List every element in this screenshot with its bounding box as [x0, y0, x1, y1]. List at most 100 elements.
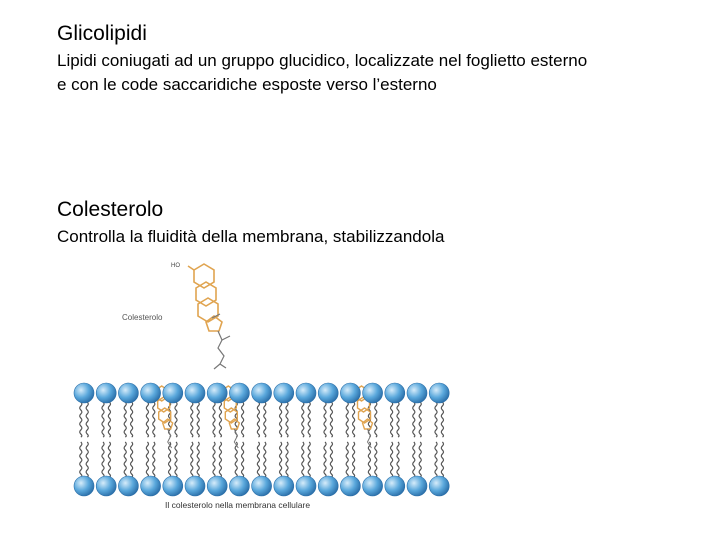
phospholipid-heads	[73, 382, 450, 497]
phospholipid-head	[406, 475, 428, 497]
lipid-tail	[278, 401, 283, 438]
lipid-tail	[152, 401, 156, 438]
phospholipid-head	[162, 475, 184, 497]
lipid-tail	[285, 401, 289, 438]
lipid-tail	[329, 401, 334, 438]
molecule-ho-label: HO	[171, 263, 180, 269]
colesterolo-description: Controlla la fluidità della membrana, st…	[57, 225, 697, 249]
lipid-tail	[396, 401, 400, 438]
lipid-tail	[278, 441, 283, 478]
section-title-glicolipidi: Glicolipidi	[57, 22, 147, 45]
phospholipid-head	[118, 475, 139, 497]
lipid-tail	[101, 401, 105, 438]
steroid-ring-a	[193, 263, 215, 289]
phospholipid-head	[317, 382, 339, 404]
phospholipid-head	[428, 475, 450, 497]
lipid-tail	[412, 441, 416, 478]
lipid-tail	[240, 401, 245, 438]
figure-caption: Il colesterolo nella membrana cellulare	[165, 500, 310, 510]
steroid-ring-b	[195, 281, 217, 307]
lipid-tail	[212, 401, 216, 438]
phospholipid-head	[118, 382, 139, 404]
lipid-tail	[351, 401, 356, 438]
lipid-tail	[123, 401, 127, 438]
phospholipid-head	[95, 382, 117, 404]
phospholipid-head	[140, 475, 161, 497]
lipid-tail	[190, 441, 194, 478]
lipid-tail	[440, 401, 445, 438]
phospholipid-head	[184, 382, 206, 404]
molecule-label: Colesterolo	[122, 313, 163, 322]
lipid-tail	[418, 441, 422, 478]
lipid-tail	[212, 441, 216, 478]
cholesterol-in-membrane-tail	[233, 428, 239, 449]
cholesterol-in-membrane-tail	[167, 428, 173, 449]
lipid-tail	[301, 401, 305, 438]
cholesterol-molecule	[187, 263, 223, 332]
lipid-tail	[323, 401, 327, 438]
lipid-tail	[263, 441, 267, 478]
phospholipid-head	[206, 382, 228, 404]
lipid-tail	[345, 441, 349, 478]
phospholipid-head	[428, 382, 450, 404]
lipid-tail	[107, 441, 112, 478]
lipid-tail	[351, 441, 356, 478]
phospholipid-head	[251, 475, 272, 497]
lipid-tail	[152, 441, 156, 478]
lipid-tail	[79, 401, 83, 438]
phospholipid-head	[73, 382, 95, 404]
section-title-colesterolo: Colesterolo	[57, 198, 164, 221]
lipid-tail	[301, 441, 305, 478]
lipid-tail	[107, 401, 112, 438]
lipid-tail	[389, 401, 394, 438]
lipid-tail	[285, 441, 289, 478]
cholesterol-tail-chain	[211, 313, 231, 370]
lipid-tail	[329, 441, 334, 478]
lipid-tail	[218, 401, 223, 438]
phospholipid-head	[295, 382, 317, 404]
lipid-tail	[374, 401, 378, 438]
phospholipid-head	[295, 475, 317, 497]
lipid-tail	[129, 401, 134, 438]
lipid-tail	[167, 441, 172, 478]
phospholipid-head	[362, 382, 383, 404]
lipid-tail	[85, 401, 89, 438]
phospholipid-head	[362, 475, 383, 497]
phospholipid-head	[95, 475, 117, 497]
lipid-tail	[123, 441, 127, 478]
lipid-tail	[307, 401, 311, 438]
cholesterol-in-membrane-tail	[366, 428, 372, 449]
phospholipid-head	[184, 475, 206, 497]
phospholipid-head	[317, 475, 339, 497]
lipid-tail	[218, 441, 223, 478]
phospholipid-head	[251, 382, 272, 404]
steroid-ring-c	[197, 297, 219, 323]
glicolipidi-description: Lipidi coniugati ad un gruppo glucidico,…	[57, 49, 697, 97]
lipid-tail	[174, 441, 178, 478]
lipid-tail	[85, 441, 89, 478]
lipid-tail	[367, 441, 372, 478]
lipid-tail	[418, 401, 422, 438]
phospholipid-head	[340, 475, 361, 497]
colesterolo-description-line-1: Controlla la fluidità della membrana, st…	[57, 227, 445, 246]
lipid-tail	[234, 441, 238, 478]
lipid-tail	[196, 441, 200, 478]
phospholipid-head	[229, 382, 250, 404]
phospholipid-head	[162, 382, 184, 404]
phospholipid-head	[384, 382, 406, 404]
lipid-tail	[434, 401, 438, 438]
phospholipid-head	[384, 475, 406, 497]
lipid-tail	[434, 441, 438, 478]
lipid-tails	[79, 401, 445, 478]
lipid-tail	[174, 401, 178, 438]
phospholipid-head	[206, 475, 228, 497]
phospholipid-head	[140, 382, 161, 404]
lipid-tail	[440, 441, 445, 478]
lipid-tail	[256, 441, 261, 478]
phospholipid-head	[406, 382, 428, 404]
lipid-tail	[389, 441, 394, 478]
lipid-tail	[323, 441, 327, 478]
glicolipidi-description-line-2: e con le code saccaridiche esposte verso…	[57, 75, 437, 94]
lipid-tail	[307, 441, 311, 478]
